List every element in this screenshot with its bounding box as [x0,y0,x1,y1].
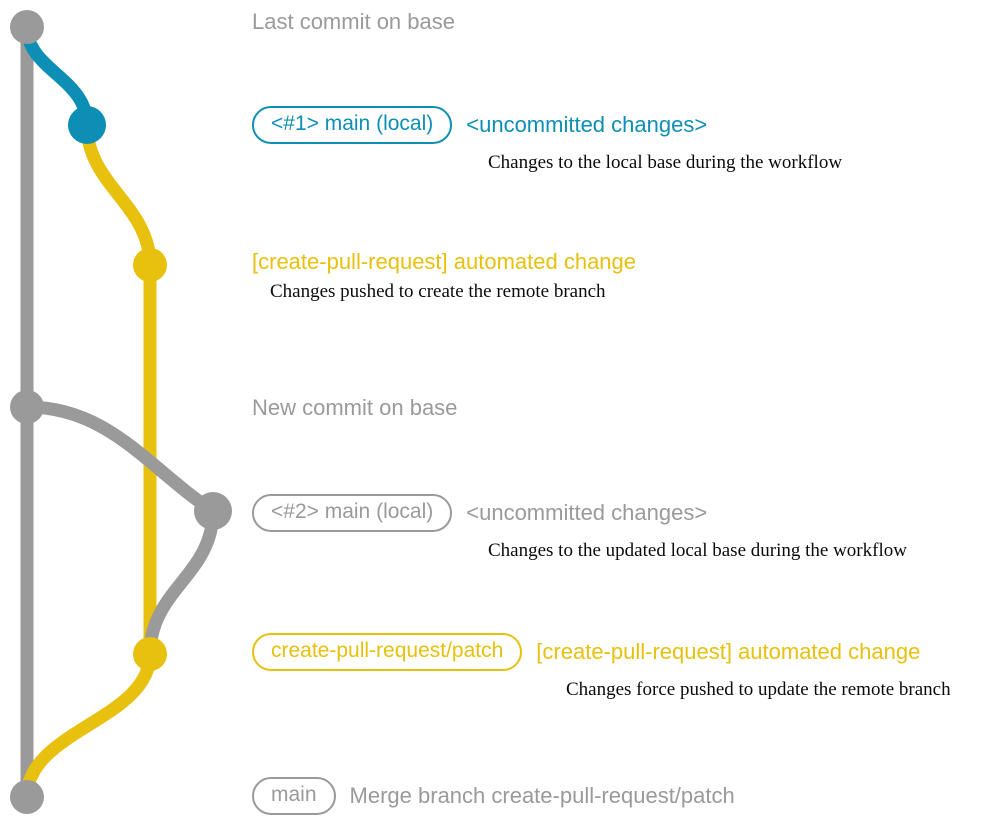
commit-note: Changes to the local base during the wor… [488,152,843,174]
commit-row-header: [create-pull-request] automated change [252,250,636,273]
commit-node-base-last[interactable] [10,10,44,44]
commit-subject: [create-pull-request] automated change [252,249,637,274]
commit-node-base-new[interactable] [10,390,44,424]
commit-note: Changes to the updated local base during… [488,540,907,562]
commit-subject: Merge branch create-pull-request/patch [349,783,735,809]
edge-base-to-rebase [20,400,220,518]
commit-note: Changes force pushed to update the remot… [566,679,951,701]
commit-row-merge: main Merge branch create-pull-request/pat… [252,777,735,816]
commit-row-patch_branch: create-pull-request/patch [create-pull-re… [252,633,951,701]
commit-row-new_commit_on_base: New commit on base [252,396,457,419]
edge-local-to-remote [80,118,157,272]
commit-row-header: <#1> main (local) <uncommitted changes> [252,106,708,145]
commit-row-last_commit_on_base: Last commit on base [252,10,455,33]
branch-label-pill[interactable]: <#2> main (local) [252,494,453,533]
commit-node-merge[interactable] [10,780,44,814]
commit-node-local-1[interactable] [68,106,106,144]
branch-label-pill[interactable]: main [252,777,336,816]
commit-row-header: <#2> main (local) <uncommitted changes> [252,494,708,533]
branch-label-pill[interactable]: <#1> main (local) [252,106,453,145]
branch-label-pill[interactable]: create-pull-request/patch [252,633,523,672]
commit-note: Changes pushed to create the remote bran… [270,281,606,303]
commit-node-local-2[interactable] [194,492,232,530]
commit-subject: Last commit on base [252,9,455,34]
commit-row-header: create-pull-request/patch [create-pull-re… [252,633,921,672]
commit-node-remote-2[interactable] [133,637,167,671]
commit-row-header: Last commit on base [252,10,455,33]
commit-subject: <uncommitted changes> [466,112,708,138]
commit-subject: <uncommitted changes> [466,500,708,526]
commit-row-local_2: <#2> main (local) <uncommitted changes> Ch… [252,494,907,562]
commit-subject: [create-pull-request] automated change [536,639,921,665]
commit-row-header: New commit on base [252,396,457,419]
edge-remote-merge-to-base [20,647,157,804]
commit-row-local_1: <#1> main (local) <uncommitted changes> Ch… [252,106,842,174]
commit-subject: New commit on base [252,395,458,420]
commit-node-remote-1[interactable] [133,248,167,282]
commit-row-header: main Merge branch create-pull-request/pat… [252,777,735,816]
edge-rebase-to-remote [143,504,220,661]
